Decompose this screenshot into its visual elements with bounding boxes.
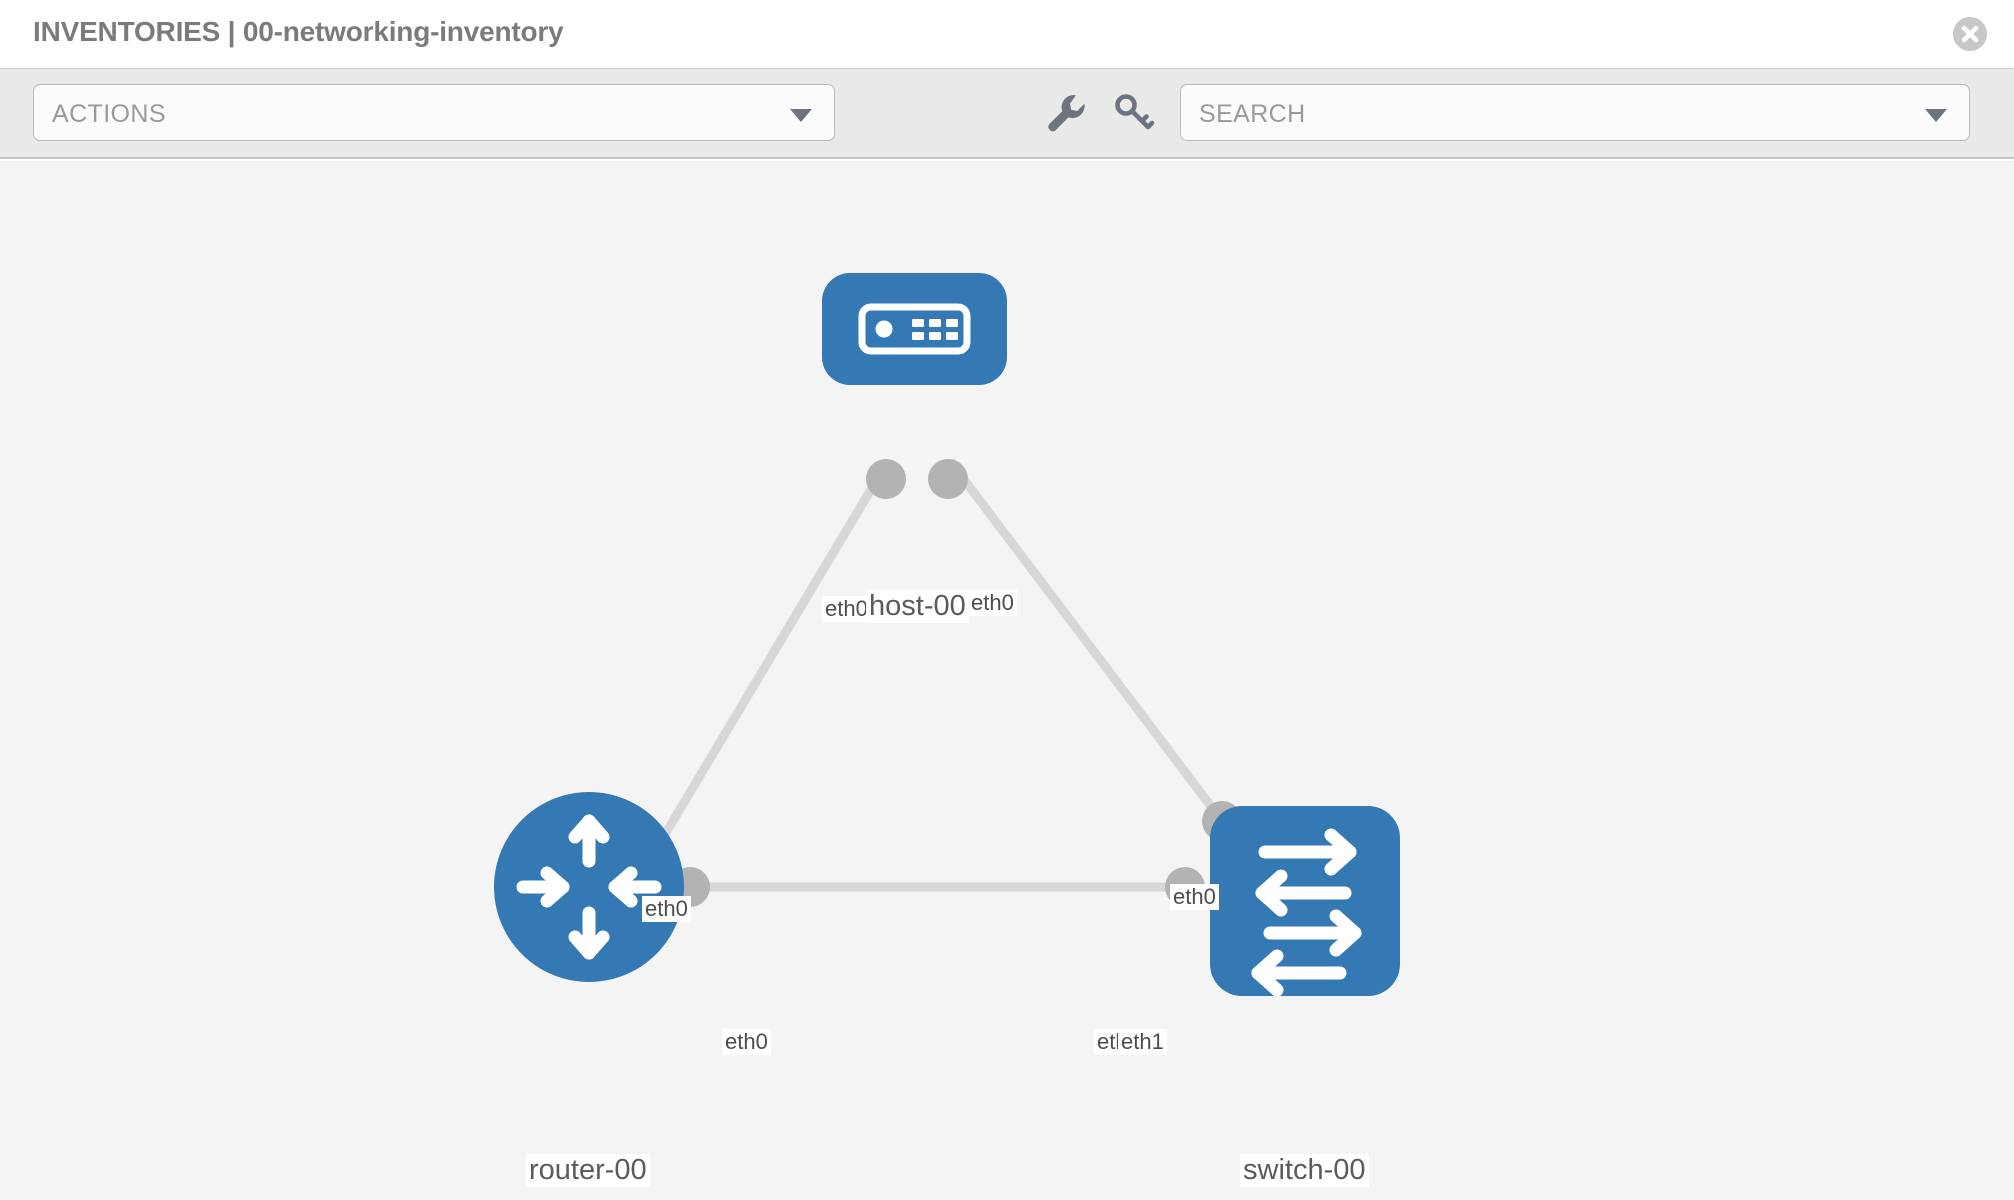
node-host-00[interactable] — [822, 273, 1007, 385]
server-icon — [858, 303, 971, 355]
switch-icon — [1251, 828, 1362, 997]
node-switch-00[interactable] — [1210, 806, 1400, 997]
iface-connector — [866, 459, 906, 499]
wrench-icon[interactable] — [1042, 89, 1088, 135]
search-placeholder: SEARCH — [1199, 100, 1306, 128]
iface-label: eth0 — [822, 596, 871, 622]
topology-graph — [494, 273, 1400, 997]
close-icon[interactable] — [1953, 17, 1987, 51]
toolbar: ACTIONS SEARCH — [0, 69, 2014, 159]
node-label-router: router-00 — [526, 1154, 650, 1187]
node-label-switch: switch-00 — [1240, 1154, 1369, 1187]
link-host-switch — [946, 458, 1226, 824]
iface-label: eth0 — [1170, 884, 1219, 910]
chevron-down-icon — [790, 109, 812, 122]
node-label-host: host-00 — [866, 590, 969, 623]
iface-label: eth0 — [642, 896, 691, 922]
topology-canvas[interactable]: eth0 eth0 eth0 eth0 eth0 eth0 eth1 host-… — [0, 161, 2014, 1200]
key-icon[interactable] — [1110, 89, 1156, 135]
link-group — [651, 458, 1226, 892]
actions-dropdown[interactable]: ACTIONS — [33, 84, 835, 141]
link-host-router — [651, 458, 892, 854]
page-header: INVENTORIES | 00-networking-inventory — [0, 0, 2014, 69]
router-icon — [516, 814, 662, 960]
actions-dropdown-label: ACTIONS — [52, 100, 166, 128]
iface-label: eth0 — [722, 1029, 771, 1055]
iface-label: eth1 — [1118, 1029, 1167, 1055]
iface-connector — [928, 459, 968, 499]
search-input[interactable]: SEARCH — [1180, 84, 1970, 141]
server-icon-dots — [912, 319, 958, 340]
iface-label: eth0 — [968, 590, 1017, 616]
server-icon-led — [875, 320, 893, 338]
node-router-00[interactable] — [494, 792, 684, 982]
chevron-down-icon[interactable] — [1925, 109, 1947, 122]
page-title: INVENTORIES | 00-networking-inventory — [33, 16, 564, 47]
